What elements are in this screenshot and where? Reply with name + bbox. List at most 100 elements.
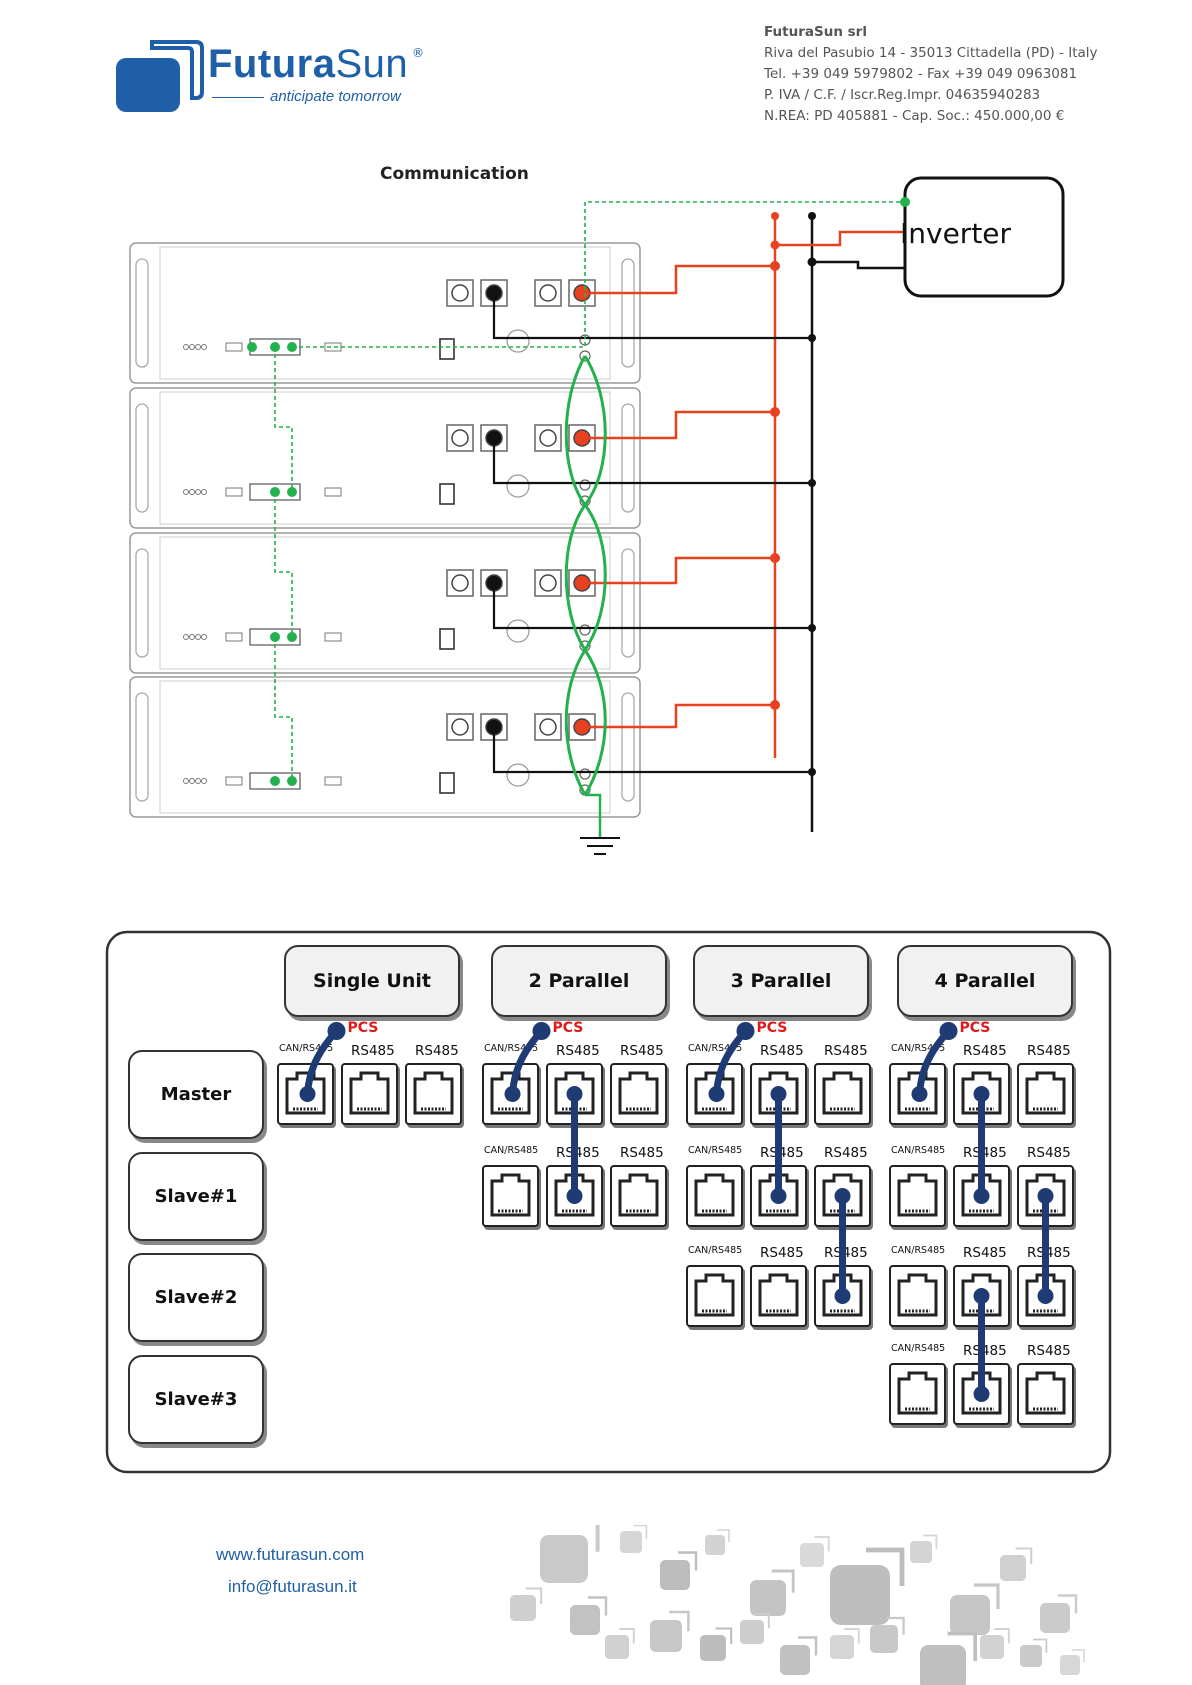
rs485-port [546,1063,603,1125]
rs485-port [953,1363,1010,1425]
role-slave-3: Slave#3 [128,1355,264,1444]
rs485-label: RS485 [963,1043,1007,1059]
brand-tagline: anticipate tomorrow [270,88,401,105]
negative-bus-joint [808,624,816,632]
can-rs485-port [889,1265,946,1327]
deco-square [650,1620,682,1652]
deco-square [620,1531,642,1553]
company-name: FuturaSun srl [764,24,867,40]
rs485-label: RS485 [760,1145,804,1161]
positive-terminal-a [539,718,557,736]
comm-ports-block [249,772,301,790]
deco-square [1020,1645,1042,1667]
rs485-label: RS485 [824,1043,868,1059]
master-to-inverter-comm [292,201,905,348]
positive-bus-joint [770,407,780,417]
deco-square-outline [633,1525,648,1539]
deco-square [910,1541,932,1563]
rs485-port [546,1165,603,1227]
deco-square [780,1645,810,1675]
futurasun-logo-mark [116,40,204,112]
dry-contact [324,632,342,642]
negative-bus-joint [808,334,816,342]
company-vat: P. IVA / C.F. / Iscr.Reg.Impr. 046359402… [764,87,1041,103]
deco-square [870,1625,898,1653]
comm-port-dot [247,342,257,352]
deco-square [830,1635,854,1659]
deco-square [980,1635,1004,1659]
status-led [189,489,195,495]
role-slave-2: Slave#2 [128,1253,264,1342]
status-led [195,778,201,784]
status-led [201,489,207,495]
battery-module [129,532,641,674]
footer-email[interactable]: info@futurasun.it [228,1577,357,1596]
inverter-comm-dot [900,197,910,207]
deco-square-outline [844,1628,860,1644]
battery-negative-cable [492,583,812,630]
inverter-label: Inverter [900,217,1012,250]
rs485-port [405,1063,462,1125]
rs485-label: RS485 [1027,1043,1071,1059]
column-header-4parallel: 4 Parallel [897,945,1073,1017]
brand-wordmark: FuturaSun [208,42,409,86]
can-rs485-label: CAN/RS485 [688,1145,743,1156]
positive-bus-joint [770,700,780,710]
rs485-port [1017,1165,1074,1227]
deco-square [705,1535,725,1555]
rs485-port [750,1165,807,1227]
status-led [201,634,207,640]
dry-contact [324,487,342,497]
battery-negative-cable [492,293,812,340]
can-rs485-port [277,1063,334,1125]
dip-switch [225,776,243,786]
breaker-knob [506,474,530,498]
inverter-negative-joint [807,257,817,267]
deco-square-outline [525,1587,543,1605]
battery-positive-cable [582,703,775,729]
inverter-negative-cable [812,260,905,270]
positive-terminal-a [539,284,557,302]
can-rs485-port [889,1363,946,1425]
positive-terminal-a [539,574,557,592]
rs485-label: RS485 [1027,1145,1071,1161]
rs485-port [814,1265,871,1327]
can-rs485-label: CAN/RS485 [891,1145,946,1156]
company-rea: N.REA: PD 405881 - Cap. Soc.: 450.000,00… [764,108,1065,124]
deco-square-outline [678,1551,698,1571]
company-phone: Tel. +39 049 5979802 - Fax +39 049 09630… [764,66,1078,82]
battery-wiring-diagram [129,176,1065,855]
deco-square-outline [974,1583,1000,1609]
positive-bus-joint [770,261,780,271]
dip-switch [225,487,243,497]
deco-square [660,1560,690,1590]
rs485-label: RS485 [620,1145,664,1161]
left-handle [135,403,149,513]
battery-front-panel [159,391,611,525]
breaker-knob [506,619,530,643]
deco-square-outline [947,1631,978,1662]
power-switch [439,628,455,650]
negative-bus-joint [808,479,816,487]
can-rs485-label: CAN/RS485 [891,1343,946,1354]
battery-module [129,242,641,384]
footer-website[interactable]: www.futurasun.com [216,1545,365,1564]
pcs-label: PCS [347,1020,379,1036]
comm-link-1-2 [274,347,293,492]
pcs-label: PCS [756,1020,788,1036]
negative-bus-joint [808,768,816,776]
power-switch [439,338,455,360]
left-handle [135,258,149,368]
rs485-label: RS485 [556,1145,600,1161]
deco-square-outline [1072,1649,1085,1662]
rs485-port [610,1165,667,1227]
battery-negative-cable [492,727,812,774]
deco-square-outline [588,1596,608,1616]
can-rs485-label: CAN/RS485 [484,1043,539,1054]
deco-square-outline [619,1628,635,1644]
rs485-label: RS485 [1027,1343,1071,1359]
status-led [183,489,189,495]
battery-front-panel [159,680,611,814]
right-handle [621,258,635,368]
power-switch [439,483,455,505]
